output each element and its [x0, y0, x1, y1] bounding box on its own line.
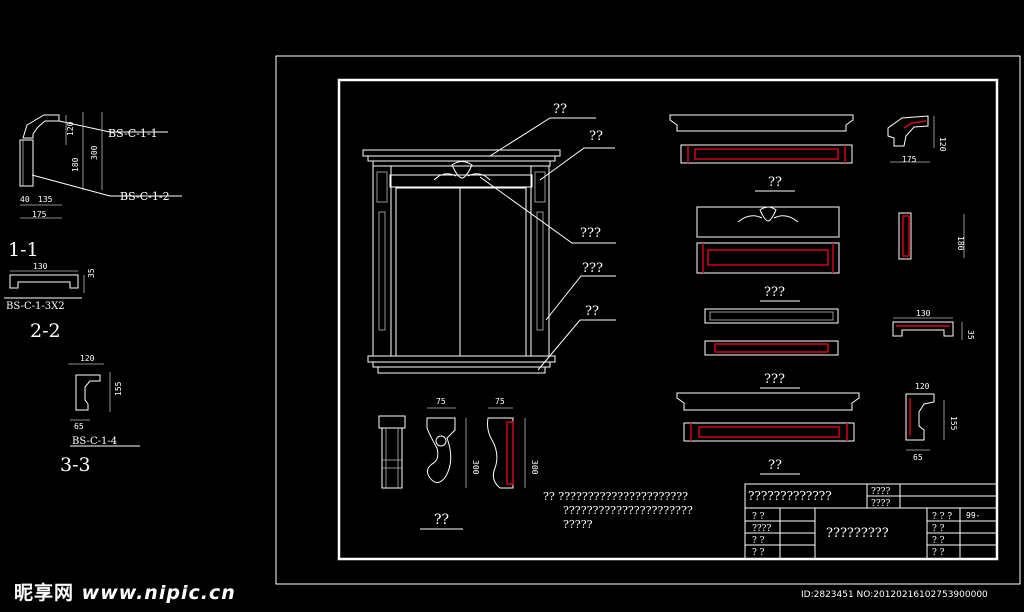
detail-1 [19, 112, 182, 219]
title-left-row-3: ? ? [752, 548, 765, 558]
dim-d2-h: 35 [87, 268, 96, 278]
bracket-dim-2: 300 [471, 460, 480, 475]
detail-3 [68, 363, 140, 447]
title-number: 99- [966, 511, 980, 520]
right-profiles [887, 115, 965, 451]
detail-3-label: BS-C-1-4 [72, 436, 117, 447]
center-caption-3: ?? [768, 458, 782, 473]
title-top-right-1: ???? [871, 487, 890, 497]
right-dim-d-w: 120 [915, 382, 930, 391]
dim-d2-w: 130 [33, 262, 48, 271]
callout-4: ?? [585, 304, 599, 319]
bracket-dim-3: 300 [530, 460, 539, 475]
dim-d1-3: 40 [20, 195, 30, 204]
nipic-logo: 昵享网 www.nipic.cn [14, 578, 236, 605]
outer-frame [275, 55, 1021, 585]
detail-1-label-1: BS-C-1-1 [108, 127, 158, 140]
dim-d1-4: 135 [38, 195, 53, 204]
brackets [378, 407, 526, 530]
bracket-caption: ?? [434, 512, 449, 528]
title-project: ????????????? [748, 489, 832, 503]
dim-d1-1: 300 [90, 145, 99, 160]
detail-1-label-2: BS-C-1-2 [120, 190, 170, 203]
title-left-row-1: ???? [752, 524, 771, 534]
right-dim-b-h: 180 [956, 236, 965, 251]
callout-3: ??? [582, 261, 603, 276]
section-1-1: 1-1 [8, 239, 39, 261]
title-block [744, 483, 998, 560]
section-2-2: 2-2 [30, 320, 61, 342]
callout-0: ?? [553, 102, 567, 117]
center-caption-2: ??? [764, 372, 785, 387]
notes-line-2: ????? [563, 518, 593, 531]
right-dim-c-h: 35 [966, 330, 975, 340]
drawing-border [337, 78, 999, 561]
callout-1: ?? [589, 129, 603, 144]
title-left-row-0: ? ? [752, 512, 765, 522]
title-right-row-0: ? ? ? [932, 512, 952, 522]
detail-2-label: BS-C-1-3X2 [6, 301, 65, 312]
dim-d1-5: 175 [32, 210, 47, 219]
center-caption-1: ??? [764, 285, 785, 300]
dim-d1-0: 120 [66, 121, 75, 136]
dim-d3-b: 65 [74, 422, 84, 431]
center-parts [669, 114, 860, 475]
callout-2: ??? [580, 226, 601, 241]
notes-line-1: ?????????????????????? [563, 504, 693, 517]
title-right-row-3: ? ? [932, 548, 945, 558]
title-right-row-2: ? ? [932, 536, 945, 546]
bracket-dim-0: 75 [436, 397, 446, 406]
section-3-3: 3-3 [60, 454, 91, 476]
dim-d3-h: 155 [114, 381, 123, 396]
dim-d3-w: 120 [80, 354, 95, 363]
right-dim-d-h: 155 [949, 416, 958, 431]
right-dim-d-b: 65 [913, 453, 923, 462]
right-dim-a-h: 120 [938, 137, 947, 152]
title-center: ????????? [826, 526, 889, 541]
title-right-row-1: ? ? [932, 524, 945, 534]
image-id-watermark: ID:2823451 NO:20120216102753900000 [801, 590, 988, 600]
notes-line-0: ?? ?????????????????????? [543, 490, 688, 503]
center-caption-0: ?? [768, 175, 782, 190]
right-dim-c-w: 130 [916, 309, 931, 318]
detail-2 [4, 270, 85, 299]
dim-d1-2: 180 [71, 157, 80, 172]
right-dim-a-w: 175 [902, 155, 917, 164]
title-top-right-2: ???? [871, 499, 890, 509]
logo-cn: 昵享网 [14, 582, 75, 604]
door-elevation [362, 117, 616, 374]
bracket-dim-1: 75 [495, 397, 505, 406]
logo-url: www.nipic.cn [81, 582, 236, 604]
title-left-row-2: ? ? [752, 536, 765, 546]
